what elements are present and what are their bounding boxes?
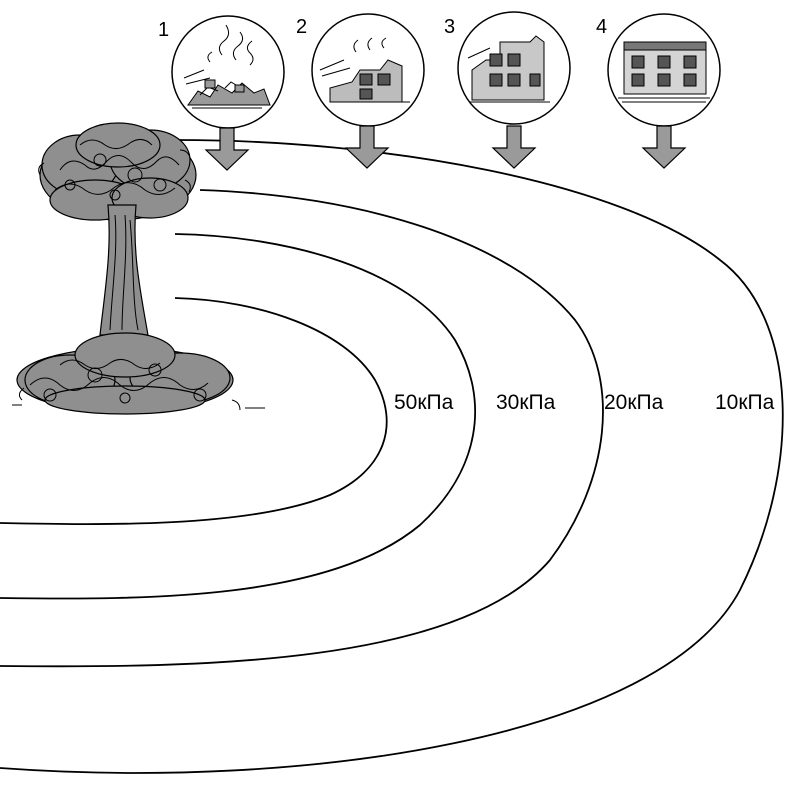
arrow-down-icon [641,125,687,169]
zone-number-3: 3 [444,16,455,38]
mushroom-cloud-icon [12,122,265,415]
zone-arc-30kpa [0,233,476,600]
arrow-down-icons [204,125,687,171]
damage-circle-zone-4 [607,13,721,127]
damaged-building-icon [319,37,410,103]
zone-arc-10kpa [0,139,784,774]
pressure-label-zone-2: 30кПа [496,391,556,414]
arrow-down-icon [204,127,250,171]
pressure-zone-arcs [0,139,784,774]
zone-arc-50kpa [0,297,388,526]
damage-circle-zone-1 [171,15,285,129]
arrow-down-icon [344,125,390,169]
damaged-building-icon [467,35,550,103]
rubble-icon [187,79,271,106]
pressure-label-zone-3: 20кПа [604,391,664,414]
arrow-down-icon [491,125,537,169]
damage-circle-zone-2 [311,13,425,127]
pressure-label-zone-1: 50кПа [394,391,454,414]
zone-number-4: 4 [596,16,607,38]
zone-arc-20kpa [0,189,604,668]
pressure-label-zone-4: 10кПа [715,391,775,414]
damage-circle-zone-3 [457,11,571,125]
zone-number-1: 1 [158,19,169,41]
zone-number-2: 2 [296,16,307,38]
building-icon [618,41,710,103]
